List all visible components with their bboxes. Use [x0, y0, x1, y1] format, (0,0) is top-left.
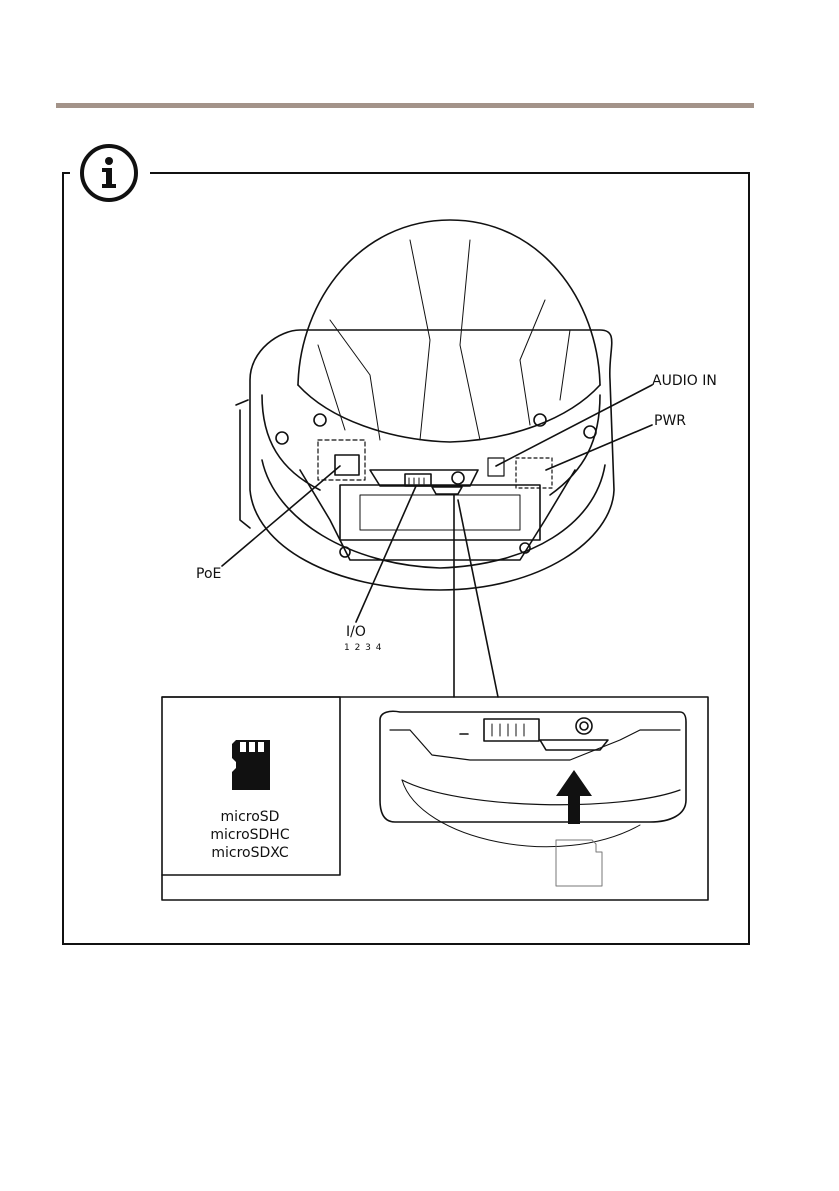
zoom-box	[162, 697, 708, 900]
label-io: I/O	[346, 624, 366, 640]
sd-card-icon	[232, 740, 270, 790]
leader-audio	[496, 385, 652, 466]
poe-port	[318, 440, 365, 480]
arrow-up-icon	[556, 770, 592, 824]
sd-card-insert	[556, 840, 602, 886]
dome	[298, 220, 600, 385]
sd-slot	[432, 487, 462, 494]
card-type-microsd: microSD	[162, 808, 338, 826]
label-io-pins: 1 2 3 4	[344, 643, 383, 653]
label-pwr: PWR	[654, 413, 686, 429]
leader-io	[356, 486, 416, 622]
label-audio-in: AUDIO IN	[652, 373, 717, 389]
card-type-microsdxc: microSDXC	[162, 844, 338, 862]
card-type-list: microSD microSDHC microSDXC	[162, 808, 338, 862]
label-poe: PoE	[196, 566, 221, 582]
zoom-lines	[454, 495, 498, 697]
card-type-microsdhc: microSDHC	[162, 826, 338, 844]
pwr-port	[516, 458, 552, 488]
audio-in-port	[488, 458, 504, 476]
